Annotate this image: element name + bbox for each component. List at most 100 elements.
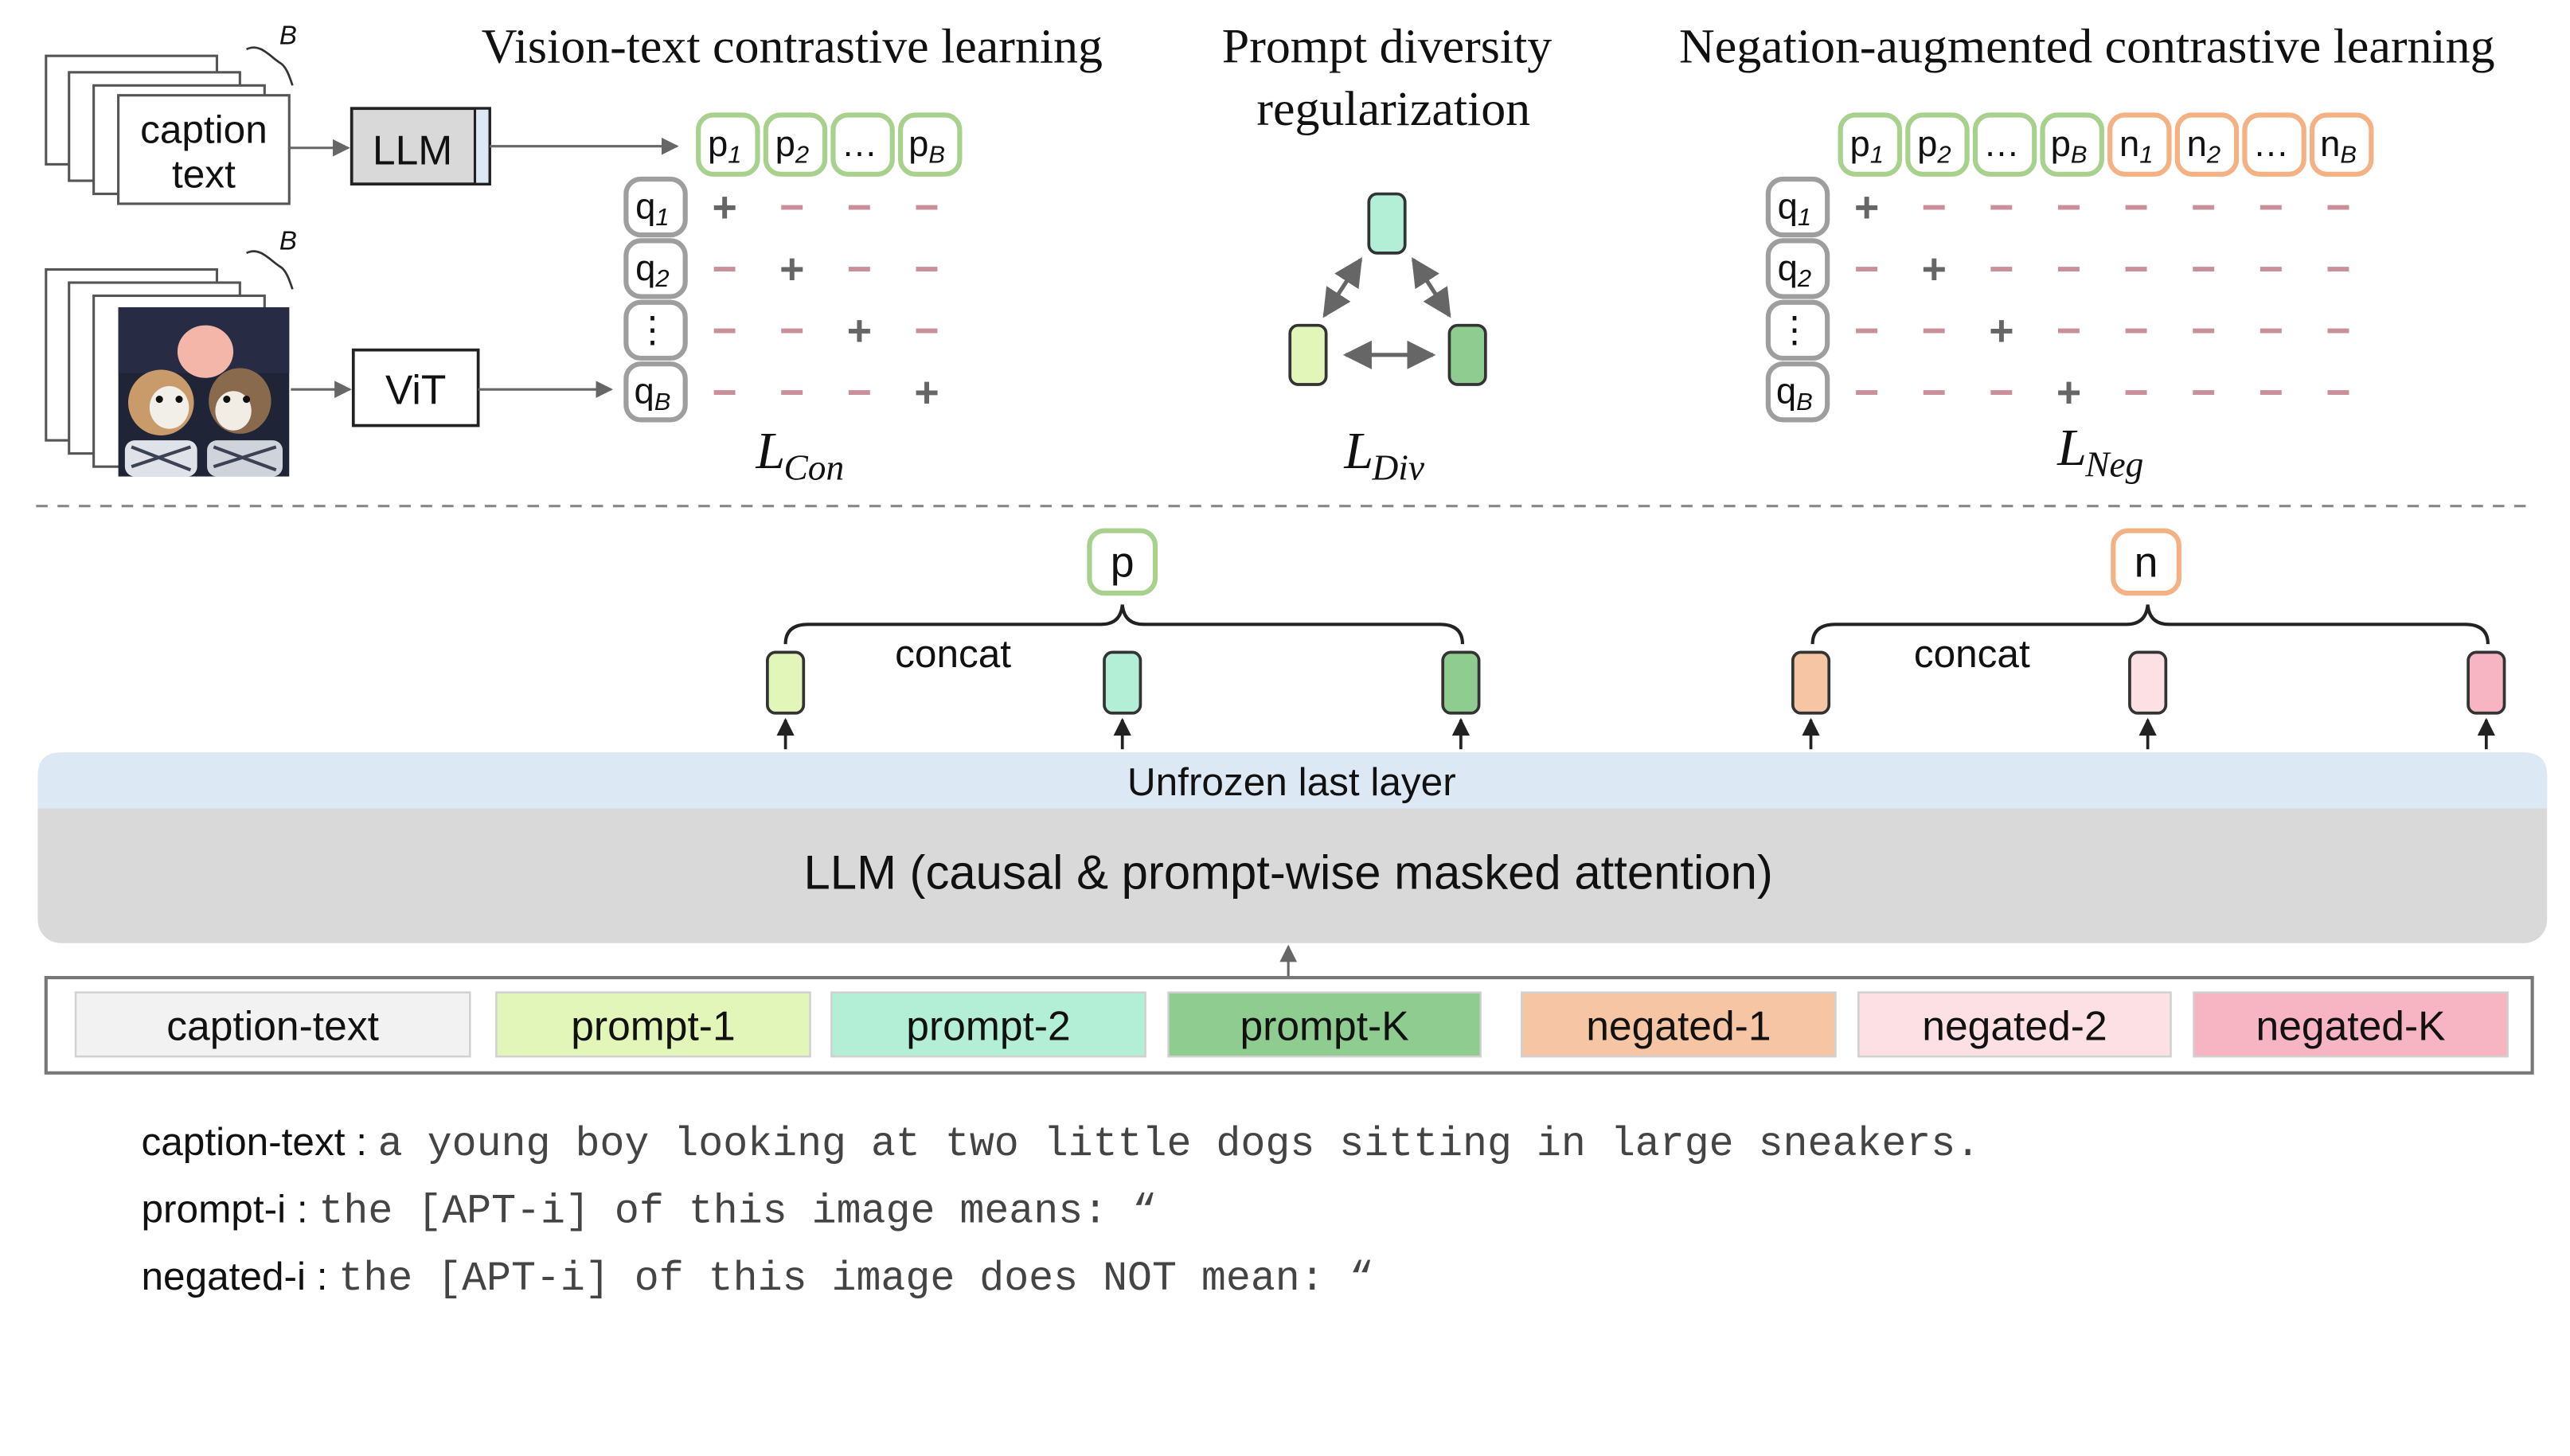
- con-negative-pair: −: [847, 369, 872, 416]
- neg-col-label: pB: [2051, 123, 2088, 168]
- llm-encoder-label: LLM: [373, 127, 452, 173]
- diversity-arrow-right: [1411, 257, 1451, 318]
- loss-con-main: L: [755, 422, 785, 480]
- neg-negative-pair: −: [2124, 184, 2149, 232]
- con-negative-pair: −: [779, 184, 804, 232]
- neg-col-token: [1972, 112, 2037, 177]
- image-batch-label: B: [279, 226, 297, 256]
- con-negative-pair: −: [914, 306, 939, 354]
- neg-negative-pair: −: [2326, 306, 2350, 354]
- pooled-p-token: [1087, 528, 1158, 596]
- sequence-label-negated-2: negated-2: [1922, 1003, 2107, 1049]
- photo-boy-with-dogs: [118, 306, 290, 477]
- neg-negative-pair: −: [2326, 184, 2350, 232]
- header-diversity-line2: regularization: [1256, 82, 1530, 136]
- neg-negative-pair: −: [2056, 245, 2081, 293]
- llm-block-label: LLM (causal & prompt-wise masked attenti…: [804, 846, 1773, 900]
- con-negative-pair: −: [713, 245, 737, 293]
- diversity-token-right: [1447, 323, 1487, 386]
- con-col-token: [763, 112, 828, 177]
- con-positive-pair: +: [713, 184, 737, 232]
- caption-stack-line1: caption: [140, 108, 268, 152]
- neg-col-token: [2242, 112, 2306, 177]
- con-col-token: [830, 112, 895, 177]
- neg-col-token: [2174, 112, 2240, 177]
- sequence-label-negated-K: negated-K: [2256, 1003, 2446, 1049]
- neg-col-token: [1905, 112, 1970, 177]
- con-col-label: pB: [908, 123, 945, 168]
- neg-negative-pair: −: [1922, 306, 1947, 354]
- sequence-cell-negated-1: [1521, 991, 1837, 1058]
- loss-div-main: L: [1343, 422, 1373, 480]
- con-row-token: [623, 361, 688, 423]
- neg-negative-pair: −: [2124, 245, 2149, 293]
- vit-encoder-label: ViT: [385, 367, 446, 413]
- neg-row-label: ⋮: [1776, 309, 1812, 349]
- diversity-triangle: [1288, 192, 1487, 386]
- legend-line-negated-i: negated-i : the [APT-i] of this image do…: [142, 1255, 1374, 1302]
- concat-label-left: concat: [895, 632, 1011, 676]
- neg-positive-pair: +: [1854, 184, 1879, 232]
- caption-text-stack: caption text: [45, 54, 291, 205]
- neg-col-label: …: [2253, 123, 2289, 164]
- neg-col-label: p1: [1849, 123, 1883, 168]
- neg-negative-pair: −: [2259, 184, 2283, 232]
- neg-negative-pair: −: [2056, 306, 2081, 354]
- neg-row-label: qB: [1776, 371, 1813, 416]
- loss-neg-sub: Neg: [2084, 445, 2143, 485]
- legend-line-prompt-i: prompt-i : the [APT-i] of this image mea…: [142, 1188, 1158, 1235]
- con-positive-pair: +: [779, 245, 804, 293]
- neg-row-token: [1765, 238, 1830, 299]
- neg-col-token: [2309, 112, 2374, 177]
- con-col-token: [897, 112, 963, 177]
- con-row-label: q1: [635, 186, 669, 231]
- neg-negative-pair: −: [2326, 245, 2350, 293]
- neg-col-token: [1838, 112, 1903, 177]
- neg-negative-pair: −: [2191, 306, 2216, 354]
- neg-col-label: n2: [2187, 123, 2220, 168]
- image-batch-brace: [246, 250, 294, 290]
- neg-negative-pair: −: [2191, 184, 2216, 232]
- llm-output-tokens: [766, 650, 2506, 715]
- con-row-token: [623, 176, 688, 238]
- neg-positive-pair: +: [1922, 245, 1947, 293]
- concat-brace-right: [1810, 604, 2490, 645]
- neg-negative-pair: −: [2191, 369, 2216, 416]
- neg-negative-pair: −: [1989, 245, 2013, 293]
- sequence-cell-prompt-1: [495, 991, 811, 1058]
- neg-col-token: [2107, 112, 2172, 177]
- sequence-cell-prompt-2: [830, 991, 1146, 1058]
- con-negative-pair: −: [914, 184, 939, 232]
- con-row-token: [623, 299, 688, 361]
- neg-row-token: [1765, 299, 1830, 361]
- output-arrows: [776, 717, 2495, 750]
- output-token-negated-k: [2466, 650, 2506, 715]
- neg-negative-pair: −: [2191, 245, 2216, 293]
- diversity-arrow-left: [1322, 257, 1363, 318]
- con-negative-pair: −: [914, 245, 939, 293]
- neg-negative-pair: −: [1989, 369, 2013, 416]
- neg-negative-pair: −: [2326, 369, 2350, 416]
- neg-negative-pair: −: [2259, 306, 2283, 354]
- neg-col-label: p2: [1917, 123, 1951, 168]
- neg-row-label: q2: [1778, 248, 1811, 292]
- con-col-label: …: [842, 123, 877, 164]
- con-col-token: [696, 112, 760, 177]
- sequence-cell-prompt-K: [1167, 991, 1482, 1058]
- sequence-label-prompt-2: prompt-2: [906, 1003, 1070, 1049]
- output-token-prompt-2: [1103, 650, 1142, 715]
- sequence-label-negated-1: negated-1: [1586, 1003, 1771, 1049]
- neg-negative-pair: −: [1854, 245, 1879, 293]
- output-token-negated-1: [1791, 650, 1831, 715]
- sequence-cell-negated-K: [2193, 991, 2509, 1058]
- con-negative-pair: −: [847, 245, 872, 293]
- neg-col-label: …: [1983, 123, 2019, 164]
- neg-row-token: [1765, 176, 1830, 238]
- sequence-label-prompt-1: prompt-1: [571, 1003, 735, 1049]
- output-token-prompt-1: [766, 650, 806, 715]
- caption-stack-line2: text: [172, 152, 236, 196]
- con-positive-pair: +: [847, 306, 872, 354]
- con-negative-pair: −: [847, 184, 872, 232]
- neg-negative-pair: −: [2056, 184, 2081, 232]
